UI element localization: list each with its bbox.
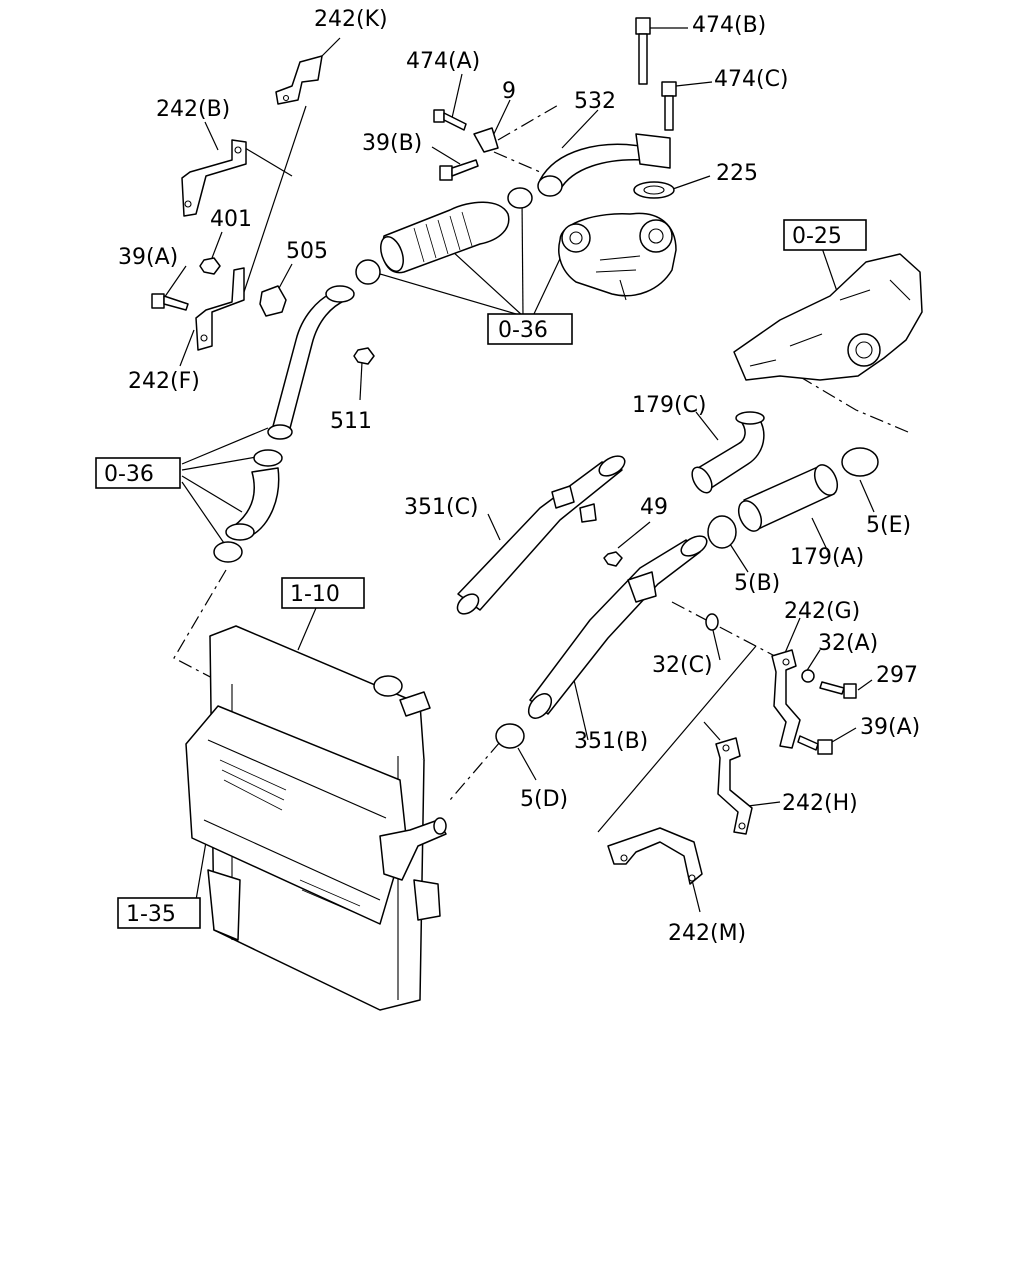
bolt-39a-right [797,735,833,755]
ref-036-left-text: 0-36 [104,462,154,487]
label-242g: 242(G) [784,599,860,624]
intercooler-pipe-upper [267,285,355,440]
label-49: 49 [640,495,668,520]
label-505: 505 [286,239,328,264]
label-532: 532 [574,89,616,114]
label-351b: 351(B) [574,729,648,754]
bracket-242m [607,827,703,885]
connector-hose-left [213,449,283,563]
label-9: 9 [502,79,516,104]
label-5b: 5(B) [734,571,780,596]
ref-box-110: 1-10 [281,577,365,609]
radiator-intercooler [185,625,447,1011]
label-5e: 5(E) [866,513,911,538]
clamp-hose [355,259,381,285]
hose-179a [737,464,839,532]
ref-box-036-top: 0-36 [487,313,573,345]
ref-036-top-text: 0-36 [498,318,548,343]
label-5d: 5(D) [520,787,568,812]
bracket-242b [181,139,247,217]
label-39a-right: 39(A) [860,715,920,740]
mount-505 [259,285,287,317]
bolt-39b [439,159,479,181]
turbocharger [558,212,677,301]
nut-401 [199,257,221,275]
pipe-532 [537,133,671,197]
clamp-5b [707,515,737,549]
bolt-39a-top [151,293,189,311]
intake-manifold [733,253,923,381]
label-39a-top: 39(A) [118,245,178,270]
ref-135-text: 1-35 [126,902,176,927]
label-242h: 242(H) [782,791,858,816]
ref-box-135: 1-35 [117,897,201,929]
washer-32a [801,669,815,683]
part-labels: 242(K) 242(B) 474(A) 9 532 474(B) 474(C)… [118,7,920,946]
label-401: 401 [210,207,252,232]
bracket-242f [195,267,245,351]
label-511: 511 [330,409,372,434]
label-225: 225 [716,161,758,186]
label-351c: 351(C) [404,495,479,520]
label-474b: 474(B) [692,13,766,38]
nut-511 [353,347,375,365]
label-474c: 474(C) [714,67,789,92]
label-242f: 242(F) [128,369,200,394]
label-242m: 242(M) [668,921,746,946]
ref-110-text: 1-10 [290,582,340,607]
assembly-lines [173,103,909,801]
nut-49 [603,551,623,567]
clamp-5e [841,447,879,477]
washer-32c [705,613,719,631]
clamp-5d [495,723,525,749]
intake-hose [380,201,510,274]
bracket-242k [275,55,323,105]
bolt-297 [819,681,857,699]
gasket-225 [633,181,675,199]
ref-box-025: 0-25 [783,219,867,251]
label-179c: 179(C) [632,393,707,418]
ref-025-text: 0-25 [792,224,842,249]
label-32a: 32(A) [818,631,878,656]
label-32c: 32(C) [652,653,713,678]
bolt-474c [661,81,677,131]
label-242b: 242(B) [156,97,230,122]
bracket-242g [771,649,801,749]
clamp-turbo [507,187,533,209]
reference-boxes: 0-36 0-25 0-36 1-10 1-35 [95,219,867,929]
label-474a: 474(A) [406,49,480,74]
bolt-474a [433,109,467,131]
bolt-474b [635,17,651,85]
pipe-351b [527,535,708,719]
label-179a: 179(A) [790,545,864,570]
label-39b: 39(B) [362,131,422,156]
clip-9 [473,127,499,153]
label-297: 297 [876,663,918,688]
ref-box-036-left: 0-36 [95,457,181,489]
pipe-351c [456,455,626,615]
hose-179c [691,411,765,494]
bracket-242h [715,737,753,835]
label-242k: 242(K) [314,7,388,32]
